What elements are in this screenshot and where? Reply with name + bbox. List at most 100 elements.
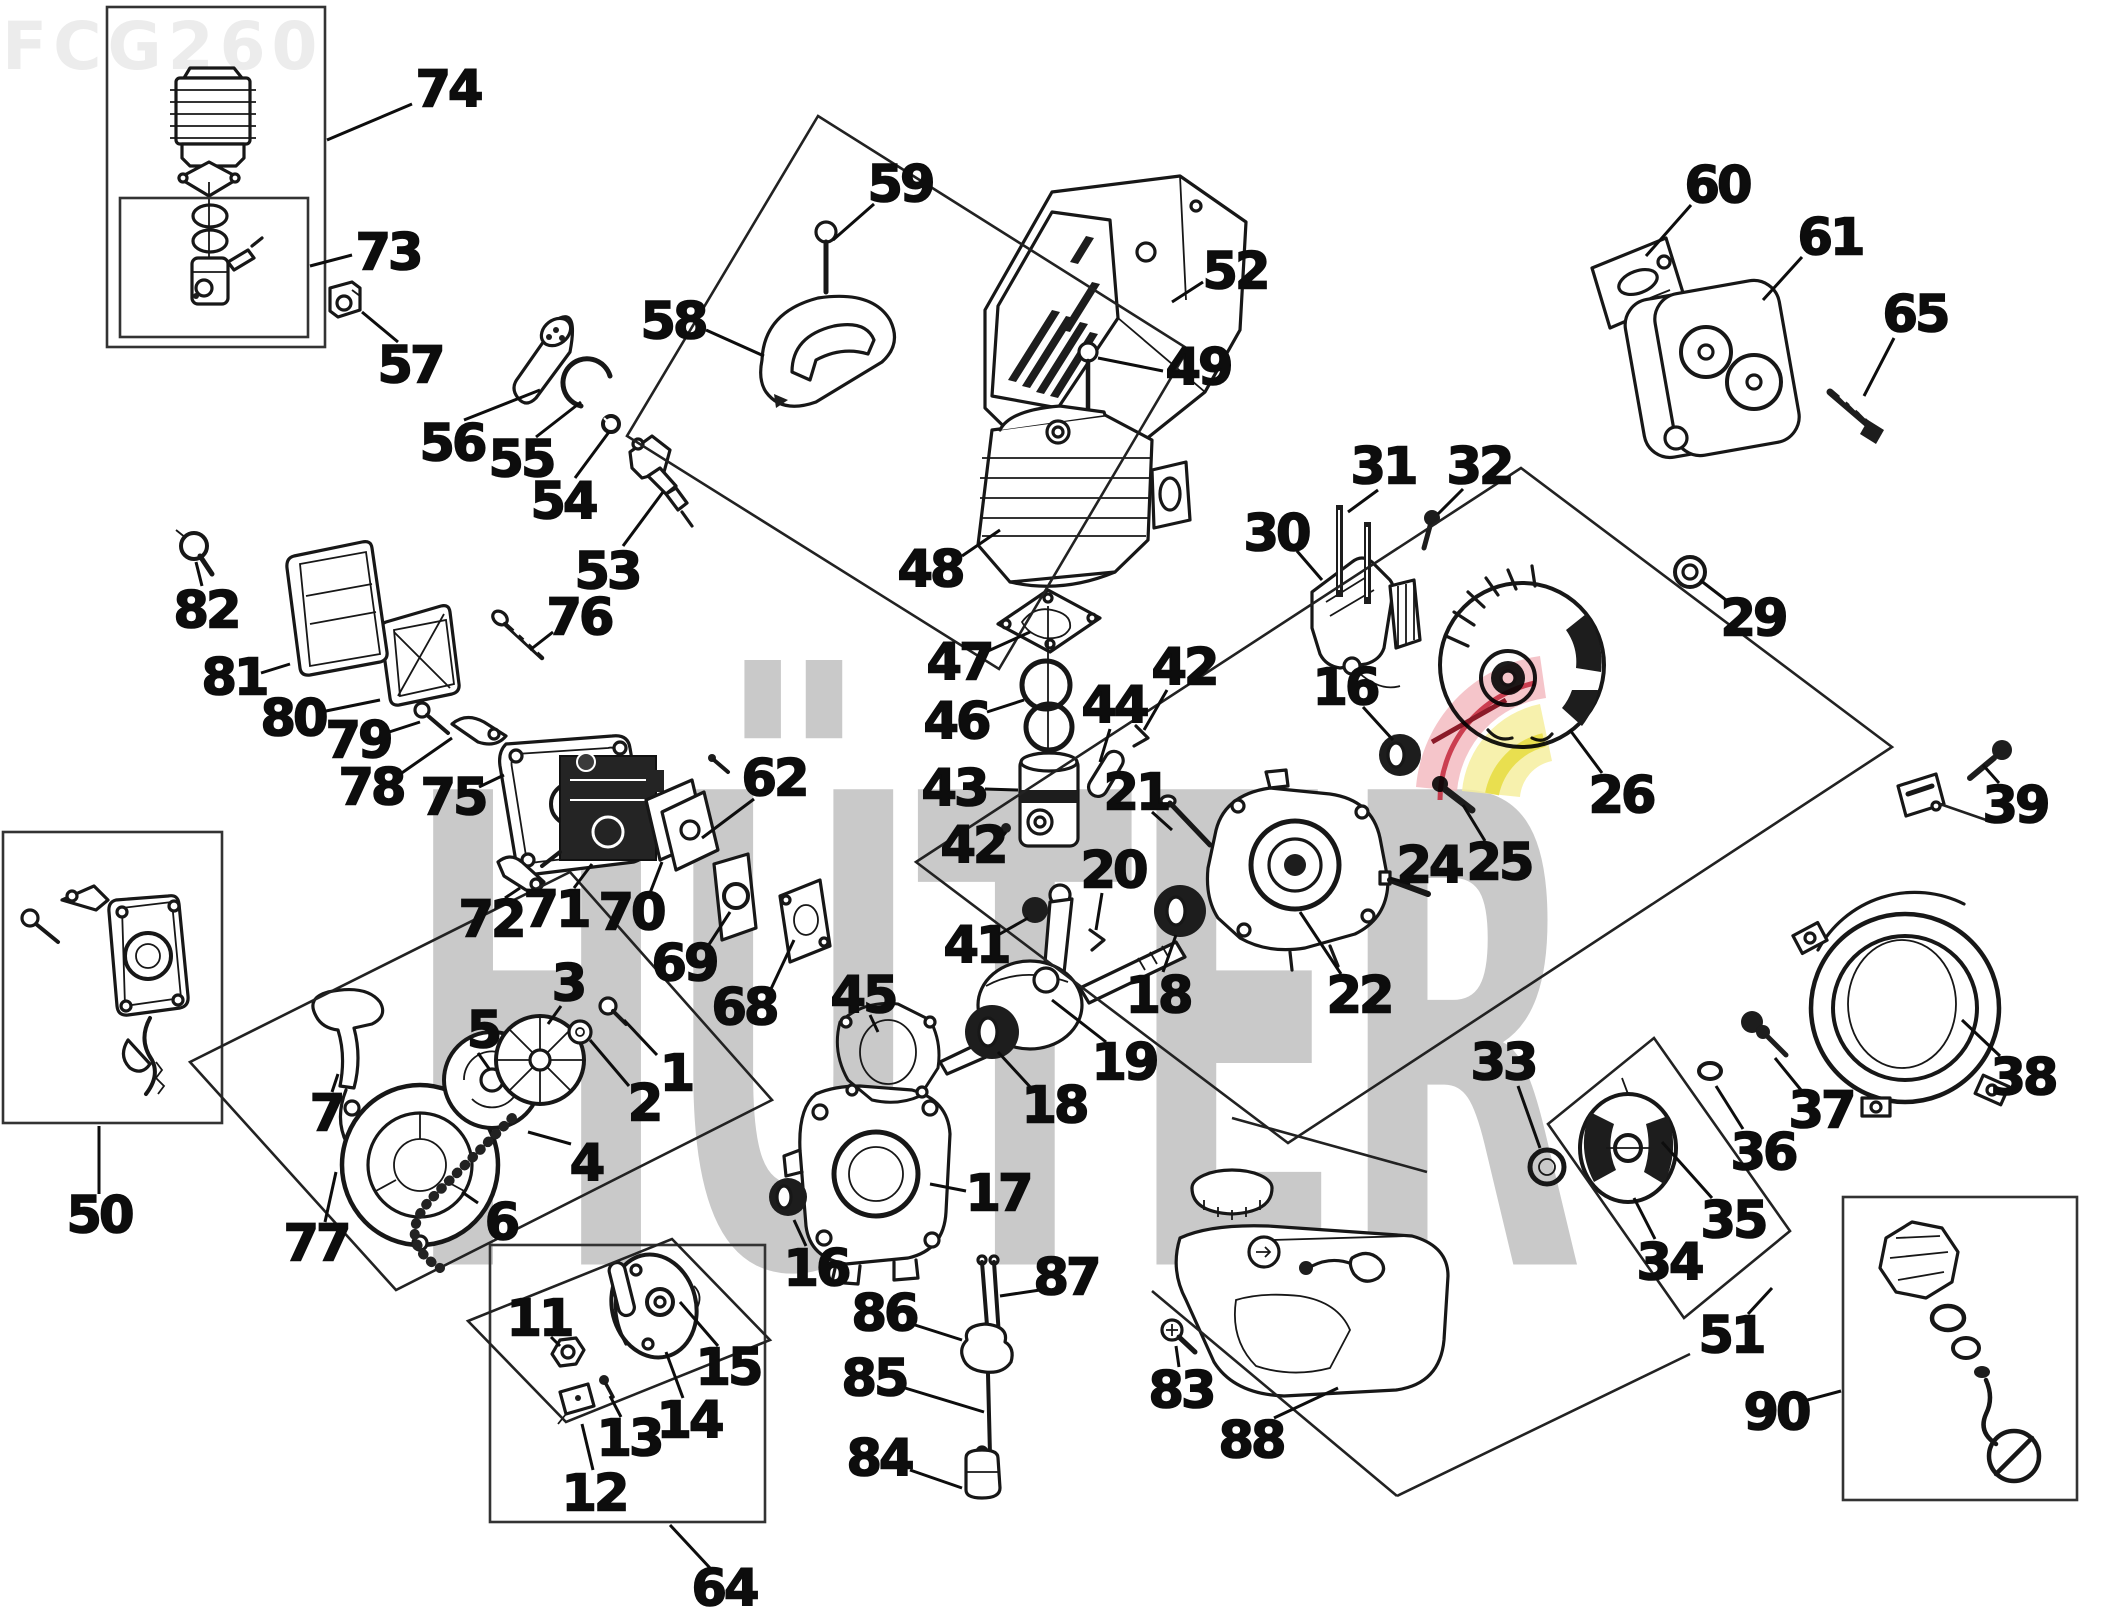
leader-line-81: [260, 662, 291, 675]
air-filter-element-art: [379, 604, 461, 707]
crankcase-gasket-art: [835, 1001, 941, 1104]
leader-line-26: [1568, 729, 1604, 774]
leader-line-22: [1298, 911, 1343, 975]
leader-line-25: [1461, 804, 1487, 842]
leader-line-54: [573, 431, 611, 479]
leader-line-47: [987, 630, 1031, 653]
leader-line-83: [1174, 1345, 1181, 1368]
leader-line-84: [909, 1468, 963, 1490]
starter-rope-art: [409, 1113, 517, 1273]
pulley-kit-art: [550, 1252, 701, 1425]
cylinder-piston-kit-art: [170, 66, 264, 306]
leader-line-21: [1150, 810, 1174, 832]
leader-line-78: [395, 736, 453, 779]
leader-line-71: [572, 863, 594, 889]
flywheel-nut-art: [1673, 555, 1707, 589]
leader-line-34: [1632, 1197, 1657, 1240]
cover-screw-art: [814, 220, 838, 295]
leader-line-19: [1051, 998, 1107, 1044]
engine-group: [913, 466, 1895, 1145]
piston-kit-box: [118, 196, 310, 339]
pin-clip-art: [1001, 724, 1150, 833]
leader-line-61: [1761, 255, 1804, 302]
leader-line-2: [588, 1039, 631, 1087]
leader-line-6: [461, 1190, 479, 1205]
leader-line-32: [1436, 487, 1465, 516]
guide-line: [1151, 1290, 1398, 1497]
leader-line-60: [1644, 204, 1693, 257]
leader-line-52: [1171, 280, 1204, 304]
leader-line-18: [996, 1050, 1034, 1091]
pulley-kit-box: [488, 1243, 767, 1524]
ratchet-wheel-art: [494, 1014, 586, 1106]
leader-line-29: [1699, 578, 1727, 602]
leader-line-13: [608, 1395, 623, 1418]
leader-line-68: [768, 939, 796, 992]
leader-line-17: [929, 1182, 967, 1193]
cover-group: [625, 114, 1190, 671]
crank-bearing-left-art: [965, 1005, 1019, 1059]
leader-line-70: [648, 861, 664, 894]
leader-line-80: [320, 698, 381, 714]
clutch-assembly-art: [1578, 1077, 1678, 1204]
fan-housing-art: [1791, 890, 2011, 1118]
small-clip-art: [601, 414, 621, 434]
piston-art: [1018, 751, 1080, 848]
leader-line-85: [904, 1386, 985, 1414]
leader-line-1: [622, 1018, 659, 1057]
crank-clip-art: [1088, 928, 1106, 952]
leader-line-65: [1862, 337, 1896, 397]
leader-line-53: [621, 491, 665, 547]
leader-line-87: [999, 1288, 1041, 1298]
leader-line-62: [701, 797, 755, 840]
piston-rings-art: [1019, 658, 1075, 753]
fuel-cap-kit-box: [1841, 1195, 2079, 1502]
spark-plug-art: [628, 434, 694, 528]
leader-line-18: [1161, 934, 1178, 973]
leader-line-76: [529, 630, 554, 652]
airbox-screw-art: [491, 609, 545, 661]
clutch-bolt-art: [1741, 1011, 1789, 1058]
intake-gasket-art: [778, 878, 832, 964]
fuel-cap-kit-art: [1878, 1220, 2042, 1484]
leader-line-43: [984, 787, 1019, 792]
leader-line-88: [1273, 1386, 1339, 1420]
clutch-ring-art: [1527, 1147, 1567, 1187]
fuel-tank-art: [1174, 1168, 1450, 1398]
leader-line-75: [478, 773, 505, 789]
crankcase-art: [1205, 768, 1390, 972]
model-code-watermark: FCG260: [2, 8, 324, 85]
switch-block-art: [328, 280, 362, 319]
crank-bearing-right-art: [1154, 885, 1206, 937]
retainer-ring-art: [560, 356, 613, 409]
leader-line-45: [868, 1014, 880, 1033]
cylinder-kit-box: [105, 5, 327, 349]
leader-line-35: [1660, 1141, 1714, 1199]
guide-line: [1231, 1116, 1428, 1174]
crankcase-half-art: [782, 1084, 952, 1286]
pulley-washer-art: [567, 1019, 593, 1045]
leader-line-58: [705, 328, 765, 358]
needle-bearing-art: [1022, 897, 1048, 923]
leader-line-24: [1389, 876, 1411, 886]
leader-line-38: [1960, 1018, 2002, 1058]
leader-line-30: [1295, 550, 1324, 581]
leader-line-16: [1361, 705, 1395, 742]
leader-line-7: [330, 1073, 340, 1093]
pulley-screw-art: [598, 996, 628, 1026]
leader-line-5: [476, 1052, 492, 1071]
leader-line-44: [1098, 728, 1112, 763]
case-screw-art: [1159, 794, 1213, 848]
leader-line-37: [1773, 1057, 1803, 1091]
leader-line-74: [326, 102, 413, 142]
leader-line-51: [1746, 1286, 1774, 1316]
crank-seal-left-art: [769, 1178, 807, 1216]
leader-line-36: [1714, 1085, 1745, 1130]
leader-line-20: [1094, 892, 1104, 931]
pump-cover-plate-art: [660, 754, 730, 872]
leader-line-4: [527, 1130, 572, 1146]
leader-line-31: [1347, 488, 1379, 514]
clutch-washer-art: [1697, 1061, 1723, 1081]
muffler-art: [1623, 278, 1801, 460]
